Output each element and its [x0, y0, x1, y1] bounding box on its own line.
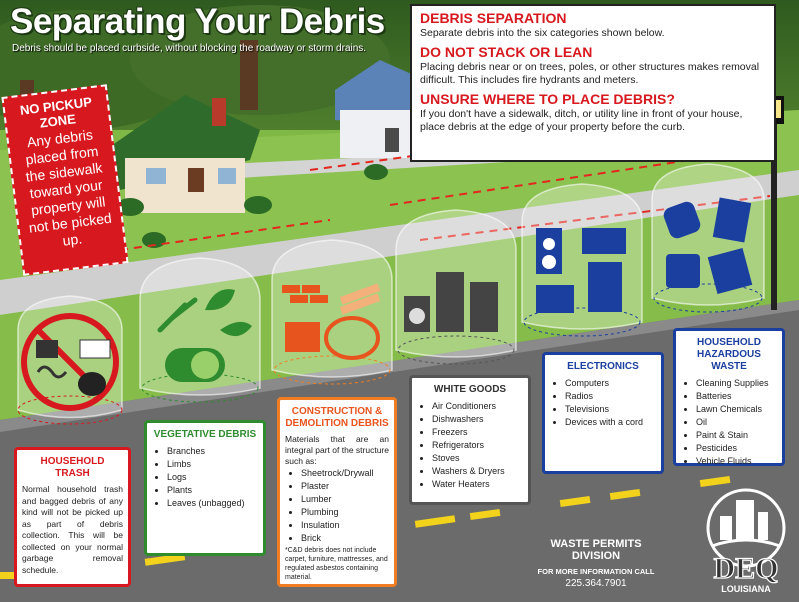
vegetative-list: Branches Limbs Logs Plants Leaves (unbag… — [151, 445, 259, 510]
appliances-icon — [404, 272, 498, 332]
list-item: Limbs — [167, 458, 259, 471]
stack-text: Placing debris near or on trees, poles, … — [420, 61, 760, 86]
list-item: Sheetrock/Drywall — [301, 467, 389, 480]
construction-title: CONSTRUCTION & DEMOLITION DEBRIS — [285, 406, 389, 429]
vegetative-title: VEGETATIVE DEBRIS — [153, 429, 257, 440]
list-item: Batteries — [696, 390, 778, 403]
list-item: Televisions — [565, 403, 657, 416]
page-subtitle: Debris should be placed curbside, withou… — [12, 43, 367, 54]
electronics-list: Computers Radios Televisions Devices wit… — [549, 377, 657, 429]
branch-log-icon — [157, 289, 252, 382]
list-item: Leaves (unbagged) — [167, 497, 259, 510]
electronics-title: ELECTRONICS — [567, 361, 639, 372]
deq-logo-state: LOUISIANA — [721, 584, 771, 594]
list-item: Insulation — [301, 519, 389, 532]
house-left — [108, 95, 260, 213]
hazardous-list: Cleaning Supplies Batteries Lawn Chemica… — [680, 377, 778, 468]
household-trash-title: HOUSEHOLD TRASH — [40, 456, 105, 479]
separation-heading: DEBRIS SEPARATION — [420, 10, 567, 26]
deq-logo: DEQ LOUISIANA — [706, 488, 786, 594]
list-item: Water Heaters — [432, 478, 524, 491]
construction-footnote: *C&D debris does not include carpet, fur… — [285, 547, 388, 581]
household-trash-text: Normal household trash and bagged debris… — [22, 484, 123, 575]
household-trash-card: HOUSEHOLD TRASH Normal household trash a… — [14, 447, 131, 587]
list-item: Air Conditioners — [432, 400, 524, 413]
more-info-text: FOR MORE INFORMATION CALL — [537, 567, 655, 576]
hazardous-icon — [663, 197, 753, 295]
no-pickup-sign: NO PICKUP ZONE Any debris placed from th… — [1, 84, 129, 276]
unsure-text: If you don't have a sidewalk, ditch, or … — [420, 108, 743, 133]
construction-list: Sheetrock/Drywall Plaster Lumber Plumbin… — [285, 467, 389, 545]
list-item: Washers & Dryers — [432, 465, 524, 478]
construction-card: CONSTRUCTION & DEMOLITION DEBRIS Materia… — [277, 397, 397, 587]
list-item: Plumbing — [301, 506, 389, 519]
prohibited-trash-icon — [21, 313, 119, 411]
list-item: Lumber — [301, 493, 389, 506]
list-item: Paint & Stain — [696, 429, 778, 442]
phone-number: 225.364.7901 — [565, 578, 627, 589]
list-item: Branches — [167, 445, 259, 458]
list-item: Pesticides — [696, 442, 778, 455]
no-pickup-text: Any debris placed from the sidewalk towa… — [24, 126, 113, 249]
list-item: Dishwashers — [432, 413, 524, 426]
list-item: Plants — [167, 484, 259, 497]
list-item: Radios — [565, 390, 657, 403]
footer-contact: WASTE PERMITS DIVISION FOR MORE INFORMAT… — [526, 538, 666, 589]
white-goods-card: WHITE GOODS Air Conditioners Dishwashers… — [409, 375, 531, 505]
vegetative-card: VEGETATIVE DEBRIS Branches Limbs Logs Pl… — [144, 420, 266, 556]
electronics-card: ELECTRONICS Computers Radios Televisions… — [542, 352, 664, 474]
dome-construction — [271, 239, 393, 378]
list-item: Lawn Chemicals — [696, 403, 778, 416]
hazardous-card: HOUSEHOLD HAZARDOUS WASTE Cleaning Suppl… — [673, 328, 785, 466]
white-goods-list: Air Conditioners Dishwashers Freezers Re… — [416, 400, 524, 491]
list-item: Vehicle Fluids — [696, 455, 778, 468]
list-item: Logs — [167, 471, 259, 484]
stack-heading: DO NOT STACK OR LEAN — [420, 44, 593, 60]
list-item: Plaster — [301, 480, 389, 493]
division-name: WASTE PERMITS DIVISION — [550, 538, 642, 562]
list-item: Oil — [696, 416, 778, 429]
list-item: Brick — [301, 532, 389, 545]
white-goods-title: WHITE GOODS — [433, 384, 507, 395]
list-item: Devices with a cord — [565, 416, 657, 429]
separation-text: Separate debris into the six categories … — [420, 27, 665, 39]
deq-logo-name: DEQ — [713, 552, 778, 585]
hazardous-title: HOUSEHOLD HAZARDOUS WASTE — [697, 337, 761, 372]
list-item: Cleaning Supplies — [696, 377, 778, 390]
page-title: Separating Your Debris — [10, 2, 385, 41]
electronics-icon — [536, 228, 626, 313]
list-item: Freezers — [432, 426, 524, 439]
unsure-heading: UNSURE WHERE TO PLACE DEBRIS? — [420, 91, 675, 107]
list-item: Refrigerators — [432, 439, 524, 452]
list-item: Stoves — [432, 452, 524, 465]
bricks-lumber-icon — [282, 283, 381, 360]
info-box: DEBRIS SEPARATION Separate debris into t… — [410, 4, 776, 162]
construction-intro: Materials that are an integral part of t… — [285, 434, 389, 466]
list-item: Computers — [565, 377, 657, 390]
